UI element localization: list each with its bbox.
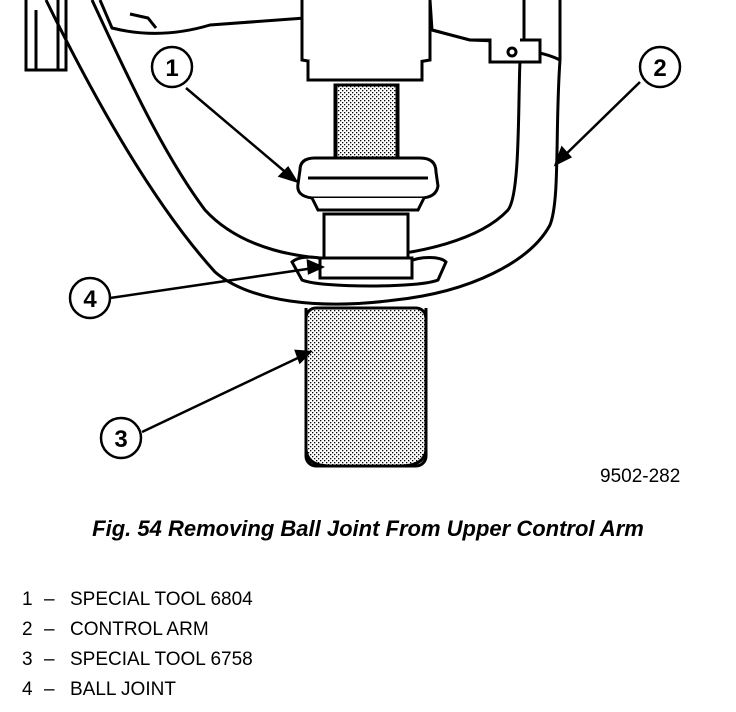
callout-1: 1 <box>150 45 194 89</box>
legend-item: 3–SPECIAL TOOL 6758 <box>22 645 253 675</box>
figure-code: 9502-282 <box>600 466 681 487</box>
legend-item: 1–SPECIAL TOOL 6804 <box>22 585 253 615</box>
frame-structure <box>24 0 562 72</box>
tool-bracket <box>431 28 542 64</box>
legend-number: 4 <box>22 679 33 700</box>
callout-3: 3 <box>99 416 143 460</box>
ball-joint-removal-illustration: 1 2 3 4 <box>24 0 682 468</box>
legend-separator: – <box>44 589 55 610</box>
svg-text:1: 1 <box>165 55 178 82</box>
legend-label: SPECIAL TOOL 6804 <box>70 589 253 610</box>
legend-number: 1 <box>22 589 33 610</box>
legend-label: SPECIAL TOOL 6758 <box>70 649 253 670</box>
legend-list: 1–SPECIAL TOOL 6804 2–CONTROL ARM 3–SPEC… <box>22 585 253 705</box>
leader-lines <box>109 81 641 434</box>
svg-text:2: 2 <box>653 55 666 82</box>
legend-number: 2 <box>22 619 33 640</box>
legend-number: 3 <box>22 649 33 670</box>
special-tool-6804 <box>296 0 440 212</box>
special-tool-6758 <box>304 306 428 468</box>
legend-item: 4–BALL JOINT <box>22 675 253 705</box>
callout-2: 2 <box>638 45 682 89</box>
figure-caption: Fig. 54 Removing Ball Joint From Upper C… <box>92 516 644 541</box>
svg-text:4: 4 <box>83 286 97 313</box>
ball-joint <box>318 212 414 280</box>
callout-4: 4 <box>68 276 112 320</box>
svg-text:3: 3 <box>114 426 127 453</box>
legend-separator: – <box>44 679 55 700</box>
legend-label: CONTROL ARM <box>70 619 209 640</box>
legend-label: BALL JOINT <box>70 679 176 700</box>
legend-item: 2–CONTROL ARM <box>22 615 253 645</box>
legend-separator: – <box>44 649 55 670</box>
legend-separator: – <box>44 619 55 640</box>
